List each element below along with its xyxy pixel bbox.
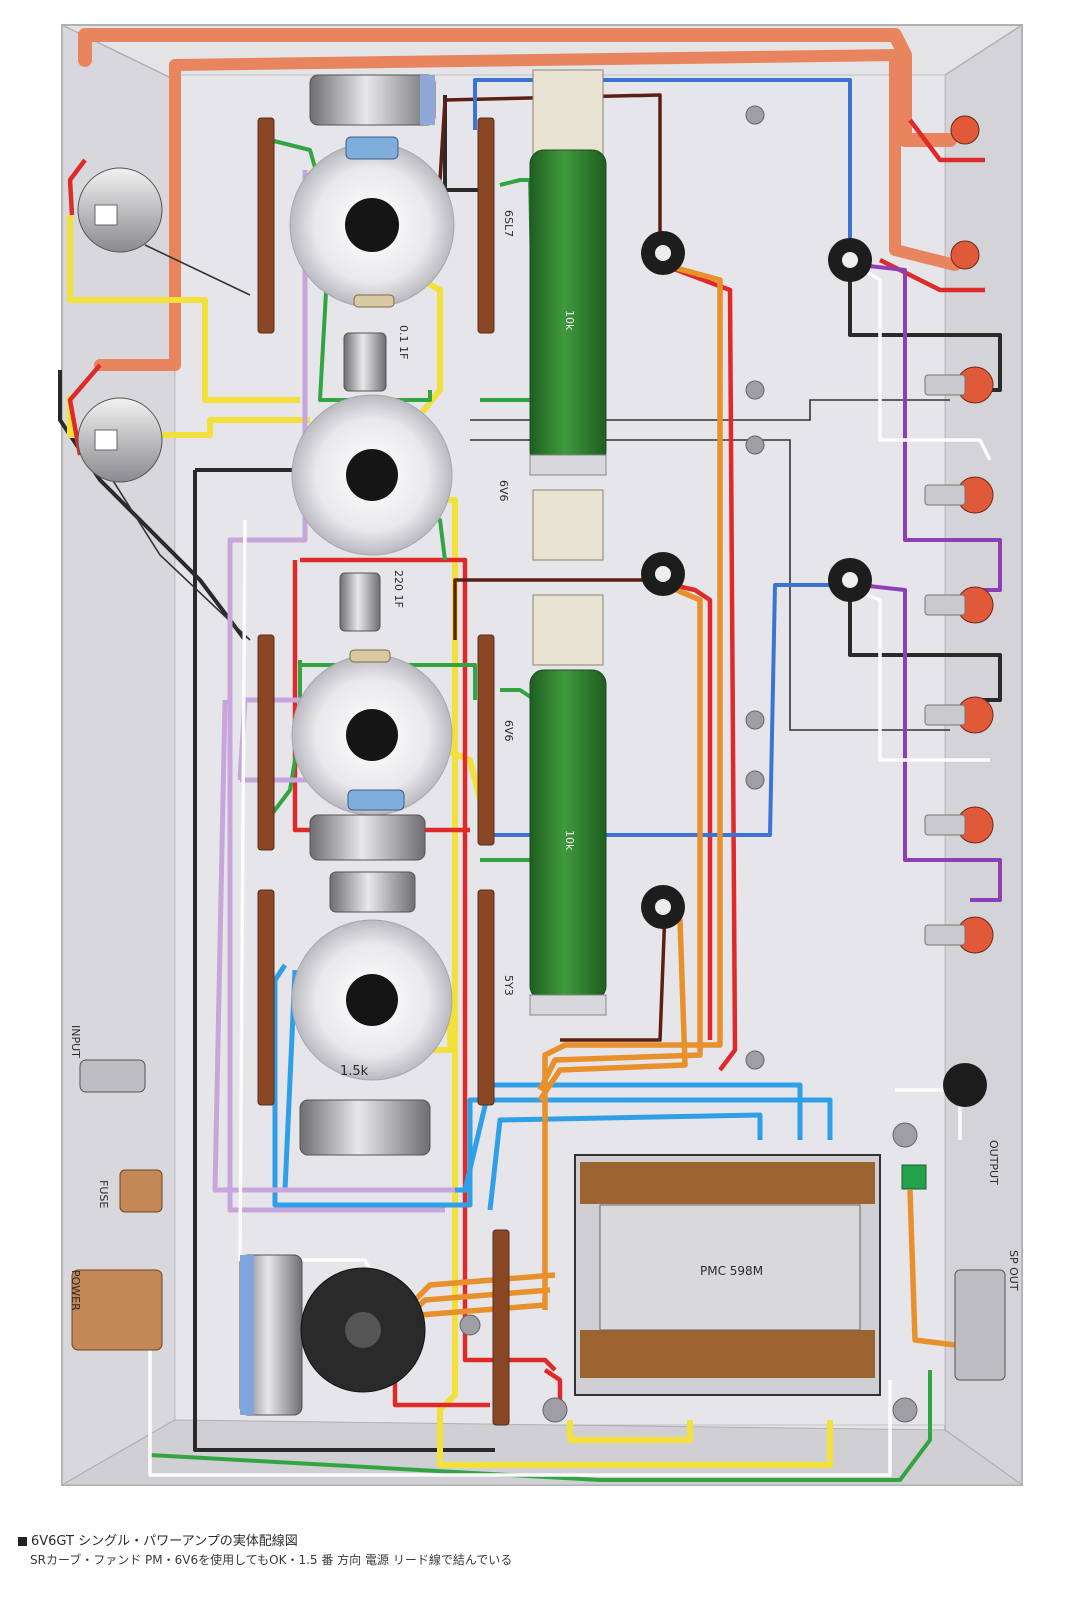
- rectifier-socket: [300, 1267, 426, 1393]
- label-cap-3: 1.5k: [340, 1064, 369, 1079]
- capacitor-mid-2: [329, 871, 416, 913]
- binding-post-1: [641, 231, 685, 275]
- screw-holes: [459, 105, 918, 1423]
- label-spout: SP OUT: [1007, 1250, 1020, 1291]
- capacitor-small-2: [339, 572, 381, 632]
- capacitor-small-1: [343, 332, 387, 392]
- tube-socket-v4: [291, 919, 453, 1081]
- binding-post-2: [641, 552, 685, 596]
- label-cap-2: 220 1F: [392, 570, 405, 608]
- figure-caption-detail: SRカーブ・ファンド PM・6V6を使用してもOK・1.5 番 方向 電源 リー…: [30, 1553, 513, 1567]
- ac-outlet: [954, 1269, 1006, 1381]
- label-input: INPUT: [69, 1025, 82, 1058]
- small-resistor-2: [349, 649, 391, 663]
- caption-bullet: [18, 1537, 27, 1546]
- label-socket-2: 6V6: [497, 480, 510, 502]
- pilot-indicator: [901, 1164, 927, 1190]
- capacitor-top: [309, 74, 436, 126]
- binding-post-3: [641, 885, 685, 929]
- label-socket-4: 5Y3: [502, 975, 515, 996]
- label-cap-1: 0.1 1F: [397, 325, 410, 359]
- speaker-terminals: [950, 115, 994, 954]
- volume-pot-1: [77, 167, 163, 253]
- input-jack: [79, 1059, 146, 1093]
- heater-wire: [78, 28, 961, 371]
- label-socket-3: 6V6: [502, 720, 515, 742]
- label-output: OUTPUT: [987, 1140, 1000, 1185]
- label-transformer: PMC 598M: [700, 1264, 763, 1278]
- yellow-wires: [67, 215, 833, 1468]
- ceramic-cap: [345, 136, 399, 160]
- binding-post-5: [828, 558, 872, 602]
- label-resistor-bottom: 10k: [563, 830, 576, 851]
- tube-socket-v1: [289, 142, 455, 308]
- power-inlet: [71, 1269, 163, 1351]
- label-fuse: FUSE: [97, 1180, 110, 1208]
- label-power: POWER: [69, 1270, 82, 1311]
- purple-wires: [859, 263, 1002, 902]
- blue-wires: [473, 78, 852, 837]
- volume-pot-2: [77, 397, 163, 483]
- power-resistor-top: [529, 69, 607, 561]
- power-resistor-bottom: [529, 594, 607, 1016]
- terminal-strips: [257, 117, 510, 1426]
- label-resistor-top: 10k: [563, 310, 576, 331]
- ceramic-cap-2: [347, 789, 405, 811]
- capacitor-bottom: [299, 1099, 431, 1156]
- output-transformer: [574, 1154, 881, 1396]
- cyan-wires: [272, 963, 833, 1211]
- figure-caption: 6V6GT シングル・パワーアンプの実体配線図: [18, 1530, 298, 1549]
- small-resistor: [353, 294, 395, 308]
- capacitor-mid: [309, 814, 426, 861]
- power-switch: [119, 1169, 163, 1213]
- tube-socket-v2: [291, 394, 453, 556]
- binding-post-4: [828, 238, 872, 282]
- caption-title: 6V6GT シングル・パワーアンプの実体配線図: [31, 1534, 298, 1549]
- label-socket-1: 6SL7: [502, 210, 515, 237]
- pilot-lamp: [943, 1063, 987, 1107]
